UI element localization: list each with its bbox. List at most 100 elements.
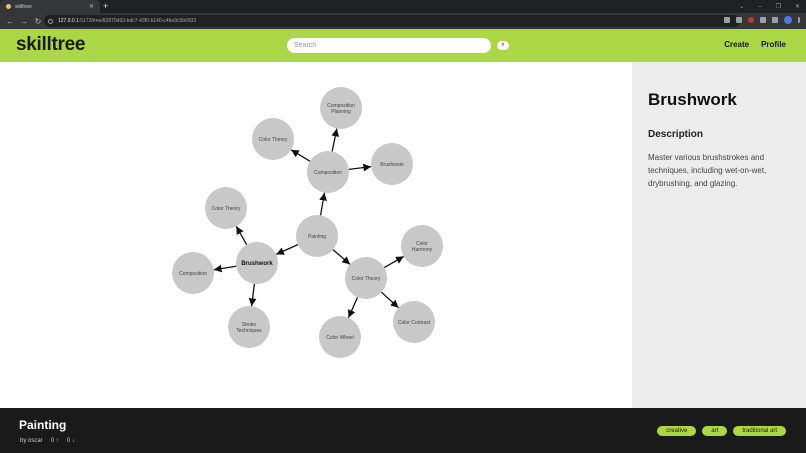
- url-host: 127.0.0.1: [58, 18, 79, 24]
- skill-node-circle[interactable]: [236, 242, 278, 284]
- profile-avatar-icon[interactable]: [784, 16, 792, 24]
- restore-icon[interactable]: ❐: [775, 4, 781, 10]
- skill-node-label: Composition: [327, 103, 355, 109]
- edge-arrow: [383, 255, 405, 269]
- skill-node[interactable]: Painting: [296, 215, 338, 257]
- skill-node-label: Composition: [314, 170, 342, 176]
- skill-node-label: Planning: [331, 109, 351, 115]
- site-info-icon[interactable]: [48, 18, 53, 24]
- skill-node-label: Harmony: [412, 247, 433, 253]
- author-link[interactable]: by oscar: [20, 438, 43, 444]
- extension-icon[interactable]: [748, 17, 754, 23]
- skill-node-circle[interactable]: [345, 257, 387, 299]
- back-icon[interactable]: ←: [6, 16, 14, 26]
- tag-art[interactable]: art: [702, 426, 728, 436]
- skill-node-label: Color: [416, 241, 428, 247]
- logo[interactable]: skilltree: [16, 34, 86, 55]
- skill-node[interactable]: Brushwork: [236, 242, 278, 284]
- tab-search-icon[interactable]: ⌄: [739, 4, 745, 10]
- skill-node-label: Color Contrast: [398, 320, 431, 326]
- skill-node[interactable]: Color Theory: [345, 257, 387, 299]
- address-bar[interactable]: 127.0.0.1 :5173/tree/82870d93-bdc7-43f0-…: [44, 15, 740, 27]
- skill-description: Master various brushstrokes and techniqu…: [648, 153, 767, 188]
- tag-creative[interactable]: creative: [657, 426, 697, 436]
- skill-node-label: Techniques: [236, 328, 262, 334]
- tab-close-icon[interactable]: ✕: [88, 4, 94, 10]
- search-input[interactable]: [287, 38, 491, 53]
- skill-node[interactable]: Color Theory: [252, 118, 294, 160]
- new-tab-icon[interactable]: +: [103, 1, 109, 11]
- app-header: skilltree ⌕ Create Profile: [0, 29, 806, 62]
- puzzle-icon[interactable]: [760, 17, 766, 23]
- edge-arrow: [319, 192, 327, 216]
- top-nav: Create Profile: [724, 40, 786, 49]
- skill-node[interactable]: Composition: [307, 151, 349, 193]
- edge-arrow: [275, 244, 299, 255]
- tree-meta: by oscar 0 ↑ 0 ↓: [20, 438, 75, 444]
- edge-arrow: [348, 163, 372, 172]
- edge-arrow: [213, 264, 237, 273]
- reload-icon[interactable]: ↻: [34, 16, 42, 26]
- minimize-icon[interactable]: –: [758, 3, 762, 10]
- tag-traditional-art[interactable]: traditional art: [733, 426, 786, 436]
- skill-node-label: Color Theory: [352, 276, 381, 282]
- edge-arrow: [290, 149, 311, 162]
- menu-icon[interactable]: [798, 17, 800, 23]
- forward-icon[interactable]: →: [20, 16, 28, 26]
- sidepanel-icon[interactable]: [772, 17, 778, 23]
- skill-node[interactable]: Color Contrast: [393, 301, 435, 343]
- nav-create-link[interactable]: Create: [724, 40, 750, 49]
- skill-node[interactable]: Brushwork: [371, 143, 413, 185]
- search-icon: ⌕: [501, 42, 505, 48]
- skill-title: Brushwork: [648, 90, 737, 109]
- skill-node-circle[interactable]: [307, 151, 349, 193]
- skill-node-label: Composition: [179, 271, 207, 277]
- skill-node[interactable]: Color Wheel: [319, 316, 361, 358]
- skill-node-circle[interactable]: [205, 187, 247, 229]
- skill-node[interactable]: Color Theory: [205, 187, 247, 229]
- skill-node-label: Color Theory: [212, 206, 241, 212]
- favicon-icon: [6, 4, 11, 9]
- browser-tab[interactable]: skilltree ✕: [0, 0, 100, 13]
- description-heading: Description: [648, 129, 704, 140]
- detail-panel: Brushwork Description Master various bru…: [632, 62, 806, 408]
- edge-arrow: [235, 225, 248, 246]
- search-button[interactable]: ⌕: [497, 41, 509, 50]
- tree-title: Painting: [19, 418, 67, 432]
- skill-node-label: Color Theory: [259, 137, 288, 143]
- skill-node-circle[interactable]: [319, 316, 361, 358]
- skill-node-circle[interactable]: [228, 306, 270, 348]
- skill-node-label: Color Wheel: [326, 335, 354, 341]
- url-path: :5173/tree/82870d93-bdc7-43f0-b140-c4be9…: [78, 18, 197, 24]
- skill-node-circle[interactable]: [320, 87, 362, 129]
- extensions-area: [724, 16, 800, 24]
- skill-node-label: Brushwork: [241, 261, 273, 267]
- skill-node-circle[interactable]: [401, 225, 443, 267]
- skill-node-circle[interactable]: [393, 301, 435, 343]
- edge-arrow: [248, 283, 257, 307]
- upvote-button[interactable]: 0 ↑: [50, 438, 59, 444]
- tab-title: skilltree: [15, 3, 32, 10]
- downvote-button[interactable]: 0 ↓: [66, 438, 75, 444]
- window-close-icon[interactable]: ✕: [794, 4, 800, 10]
- skill-node[interactable]: Composition: [172, 252, 214, 294]
- skill-node-circle[interactable]: [371, 143, 413, 185]
- nav-profile-link[interactable]: Profile: [761, 40, 786, 49]
- browser-tab-strip: skilltree ✕ + ⌄ – ❐ ✕: [0, 0, 806, 13]
- skill-node-circle[interactable]: [252, 118, 294, 160]
- tree-footer: Painting by oscar 0 ↑ 0 ↓ creative art t…: [0, 408, 806, 453]
- bookmark-star-icon[interactable]: [736, 17, 742, 23]
- skill-node-label: Brushwork: [380, 162, 404, 168]
- share-icon[interactable]: [724, 17, 730, 23]
- skill-node-circle[interactable]: [296, 215, 338, 257]
- tag-list: creative art traditional art: [657, 426, 786, 436]
- skill-node-label: Stroke: [242, 322, 257, 328]
- skill-node-circle[interactable]: [172, 252, 214, 294]
- window-controls: ⌄ – ❐ ✕: [739, 0, 800, 13]
